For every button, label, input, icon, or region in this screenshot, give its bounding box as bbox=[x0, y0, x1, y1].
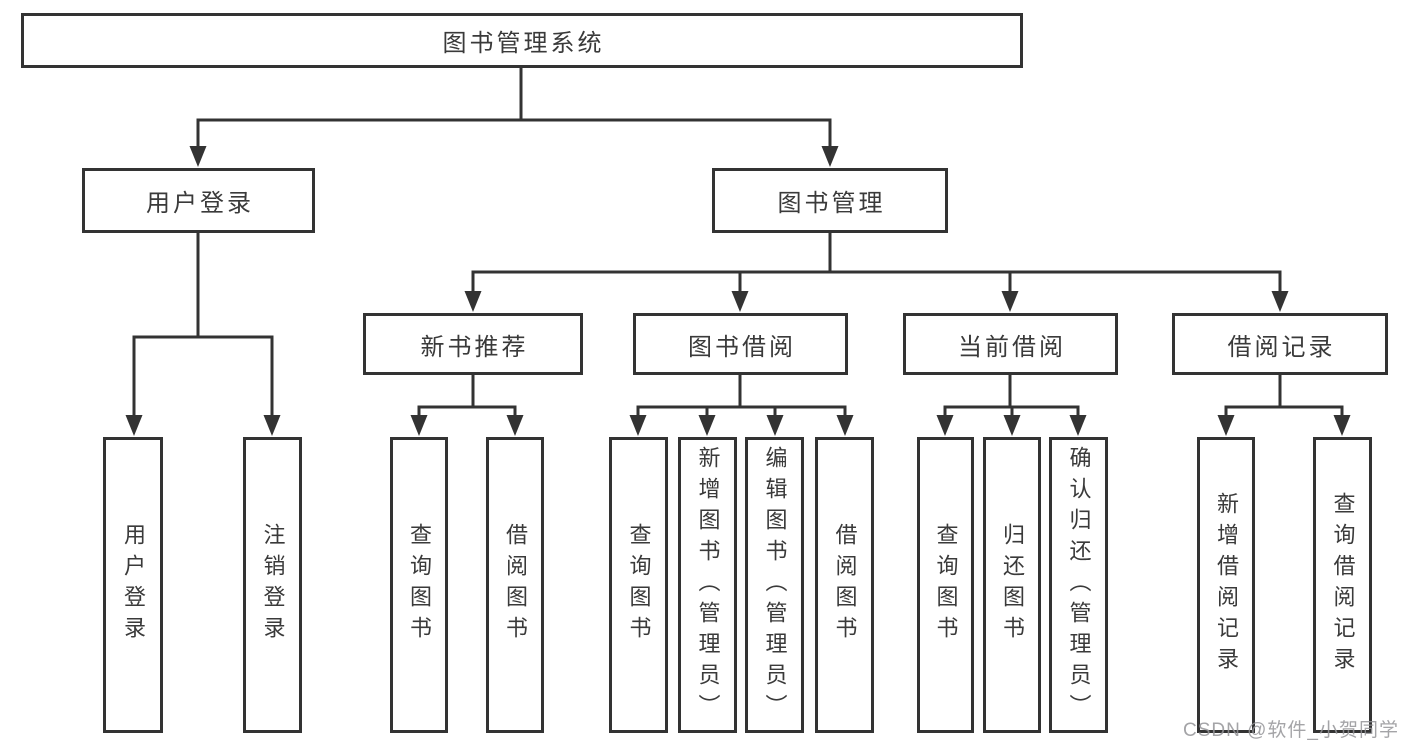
node-user-login: 用户登录 bbox=[82, 168, 315, 233]
node-label: 借阅记录 bbox=[1227, 333, 1336, 361]
leaf-edit-book-admin: 编辑图书（管理员） bbox=[745, 437, 804, 733]
node-label: 注销登录 bbox=[260, 523, 286, 647]
node-label: 确认归还（管理员） bbox=[1066, 445, 1092, 725]
leaf-query-books-current: 查询图书 bbox=[917, 437, 974, 733]
node-label: 查询图书 bbox=[407, 523, 432, 647]
node-label: 用户登录 bbox=[146, 190, 254, 217]
leaf-borrow-books-recommend: 借阅图书 bbox=[486, 437, 544, 733]
csdn-watermark: CSDN @软件_小贺同学 bbox=[1183, 720, 1399, 741]
node-label: 当前借阅 bbox=[958, 333, 1066, 361]
node-borrowing-records: 借阅记录 bbox=[1172, 313, 1388, 375]
node-current-borrowing: 当前借阅 bbox=[903, 313, 1118, 375]
node-label: 查询借阅记录 bbox=[1330, 492, 1356, 678]
node-book-borrowing: 图书借阅 bbox=[633, 313, 848, 375]
leaf-logout: 注销登录 bbox=[243, 437, 302, 733]
node-label: 图书管理 bbox=[777, 190, 886, 217]
node-label: 借阅图书 bbox=[503, 523, 528, 647]
leaf-confirm-return-admin: 确认归还（管理员） bbox=[1049, 437, 1108, 733]
leaf-user-login: 用户登录 bbox=[103, 437, 163, 733]
leaf-borrow-books-borrowing: 借阅图书 bbox=[815, 437, 874, 733]
node-label: 新书推荐 bbox=[420, 333, 529, 361]
node-new-book-recommend: 新书推荐 bbox=[363, 313, 583, 375]
leaf-query-borrow-record: 查询借阅记录 bbox=[1313, 437, 1372, 733]
node-book-management: 图书管理 bbox=[712, 168, 948, 233]
node-label: 编辑图书（管理员） bbox=[762, 445, 788, 725]
leaf-query-books-borrowing: 查询图书 bbox=[609, 437, 668, 733]
leaf-add-borrow-record: 新增借阅记录 bbox=[1197, 437, 1255, 733]
node-label: 图书借阅 bbox=[688, 333, 796, 361]
leaf-add-book-admin: 新增图书（管理员） bbox=[678, 437, 737, 733]
node-label: 借阅图书 bbox=[832, 523, 858, 647]
node-label: 图书管理系统 bbox=[442, 30, 605, 57]
node-label: 查询图书 bbox=[933, 523, 959, 647]
node-label: 用户登录 bbox=[121, 523, 146, 647]
node-label: 新增借阅记录 bbox=[1214, 492, 1239, 678]
arrowhead-icons bbox=[125, 146, 1351, 436]
leaf-query-books-recommend: 查询图书 bbox=[390, 437, 448, 733]
node-label: 查询图书 bbox=[626, 523, 652, 647]
leaf-return-books: 归还图书 bbox=[983, 437, 1041, 733]
node-root-library-management-system: 图书管理系统 bbox=[21, 13, 1023, 68]
node-label: 新增图书（管理员） bbox=[695, 445, 721, 725]
node-label: 归还图书 bbox=[1000, 523, 1025, 647]
